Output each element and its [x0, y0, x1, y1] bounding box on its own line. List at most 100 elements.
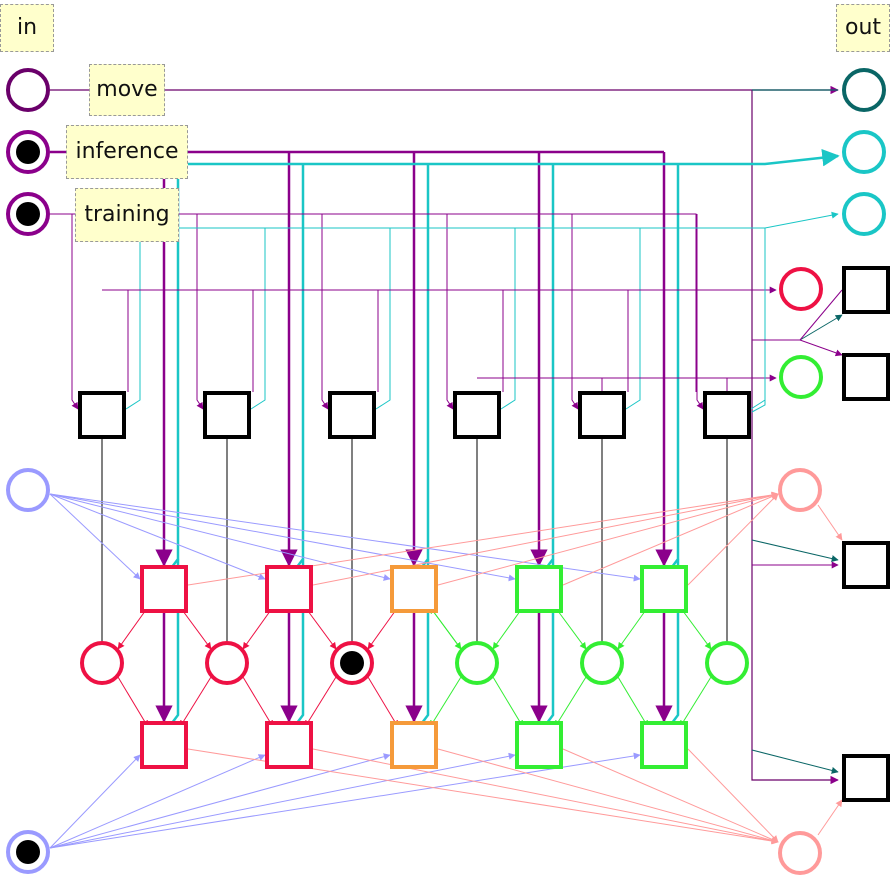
lower-transition-2[interactable] — [265, 721, 313, 769]
lav-arc — [49, 493, 266, 580]
node-group — [6, 68, 890, 875]
green-state-place[interactable] — [779, 355, 823, 399]
upper-transition-4[interactable] — [515, 565, 563, 613]
salmon-out-arc — [817, 799, 843, 836]
cyan-arc — [546, 164, 555, 568]
chain-arc — [429, 676, 462, 728]
training-arc — [71, 214, 79, 410]
chain-arc — [492, 676, 524, 728]
training-arc — [321, 214, 329, 410]
lav-arc — [49, 754, 141, 849]
chain-arc — [429, 606, 462, 650]
chain-arc — [617, 676, 649, 728]
out-label: out — [836, 4, 890, 52]
lower-transition-1[interactable] — [140, 721, 188, 769]
lower-transition-4[interactable] — [515, 721, 563, 769]
top-transition-6[interactable] — [703, 391, 751, 439]
out-transition-4[interactable] — [842, 754, 890, 802]
upper-transition-5[interactable] — [640, 565, 688, 613]
training-arc — [196, 214, 204, 410]
chain-arc — [179, 606, 212, 650]
chain-arc — [367, 676, 399, 728]
chain-place-1[interactable] — [80, 641, 124, 685]
lower-transition-3[interactable] — [390, 721, 438, 769]
out-link — [751, 539, 839, 562]
chain-arc — [492, 606, 524, 650]
move-arc — [751, 90, 839, 785]
out-transition-2[interactable] — [842, 353, 890, 401]
move-place[interactable] — [6, 68, 50, 112]
out-link — [751, 749, 839, 774]
inference-out-arc — [178, 149, 840, 167]
chain-arc — [554, 676, 587, 728]
chain-arc — [242, 676, 274, 728]
lav-arc — [49, 753, 391, 849]
training-arc — [696, 214, 704, 410]
training-cyan-arc — [375, 228, 391, 410]
out-transition-3[interactable] — [842, 541, 890, 589]
lav-arc — [49, 752, 641, 849]
training-out-arc — [140, 211, 839, 229]
token — [340, 651, 364, 675]
training-arc — [446, 214, 454, 410]
chain-arc — [117, 606, 149, 650]
cyan-arc — [296, 164, 305, 568]
training-cyan-arc — [250, 228, 266, 410]
out-training-place[interactable] — [842, 192, 886, 236]
chain-arc — [179, 676, 212, 728]
chain-arc — [617, 606, 649, 650]
chain-place-4[interactable] — [455, 641, 499, 685]
salmon-place-bottom[interactable] — [778, 831, 822, 875]
inference-label: inference — [66, 125, 188, 179]
out-transition-1[interactable] — [842, 266, 890, 314]
chain-arc — [242, 606, 274, 650]
input-place-top[interactable] — [6, 468, 50, 512]
lav-arc — [49, 493, 641, 582]
salmon-out-arc — [817, 504, 843, 541]
chain-place-5[interactable] — [580, 641, 624, 685]
salmon-arc — [687, 493, 779, 586]
in-label: in — [0, 4, 54, 52]
out-link — [799, 314, 843, 341]
chain-arc — [679, 676, 712, 728]
top-transition-3[interactable] — [328, 391, 376, 439]
top-transition-4[interactable] — [453, 391, 501, 439]
lower-transition-5[interactable] — [640, 721, 688, 769]
lav-arc — [49, 493, 516, 582]
salmon-arc — [562, 493, 779, 586]
salmon-arc — [437, 748, 779, 844]
cyan-arc — [421, 164, 430, 568]
edge-group — [49, 85, 843, 849]
training-label: training — [75, 188, 179, 242]
training-arc — [571, 214, 579, 410]
chain-place-6[interactable] — [705, 641, 749, 685]
upper-transition-1[interactable] — [140, 565, 188, 613]
training-bus — [50, 213, 697, 392]
lav-arc — [49, 754, 266, 849]
salmon-place-top[interactable] — [778, 468, 822, 512]
chain-arc — [304, 676, 337, 728]
lav-arc — [49, 493, 391, 581]
token — [16, 840, 40, 864]
upper-transition-3[interactable] — [390, 565, 438, 613]
lav-arc — [49, 752, 516, 849]
lav-arc — [49, 493, 141, 580]
top-transition-1[interactable] — [78, 391, 126, 439]
out-inference-place[interactable] — [842, 130, 886, 174]
chain-arc — [679, 606, 712, 650]
training-cyan-arc — [500, 228, 516, 410]
salmon-arc — [687, 748, 779, 843]
chain-place-2[interactable] — [205, 641, 249, 685]
salmon-arc — [437, 492, 779, 586]
token — [16, 140, 40, 164]
training-cyan-arc — [125, 228, 141, 410]
top-transition-5[interactable] — [578, 391, 626, 439]
top-transition-2[interactable] — [203, 391, 251, 439]
out-move-place[interactable] — [842, 68, 886, 112]
red-state-place[interactable] — [779, 267, 823, 311]
upper-transition-2[interactable] — [265, 565, 313, 613]
token — [16, 202, 40, 226]
chain-arc — [367, 606, 399, 650]
